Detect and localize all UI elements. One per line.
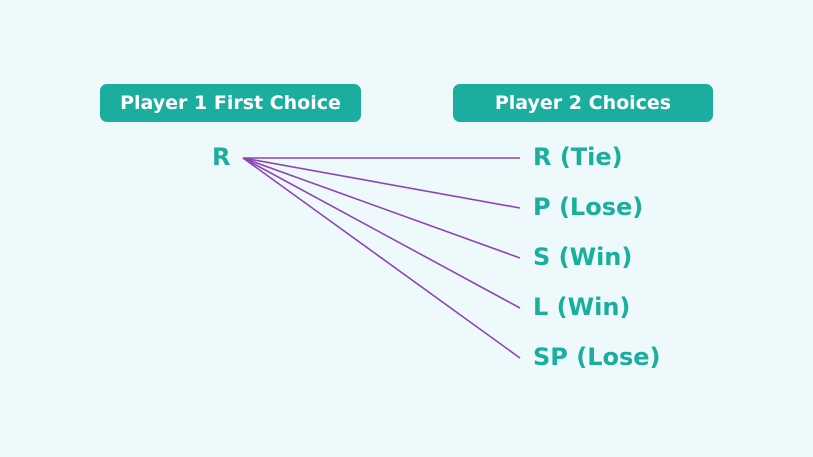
player2-header: Player 2 Choices	[453, 84, 713, 122]
player1-header: Player 1 First Choice	[100, 84, 361, 122]
connector-line	[242, 157, 521, 209]
outcome-label: R (Tie)	[533, 143, 623, 171]
outcome-label: SP (Lose)	[533, 343, 661, 371]
source-choice: R	[212, 143, 231, 171]
connector-line	[242, 157, 521, 309]
outcome-label: S (Win)	[533, 243, 633, 271]
connector-line	[242, 157, 521, 359]
connector-line	[242, 157, 521, 259]
outcome-label: L (Win)	[533, 293, 631, 321]
outcome-label: P (Lose)	[533, 193, 644, 221]
